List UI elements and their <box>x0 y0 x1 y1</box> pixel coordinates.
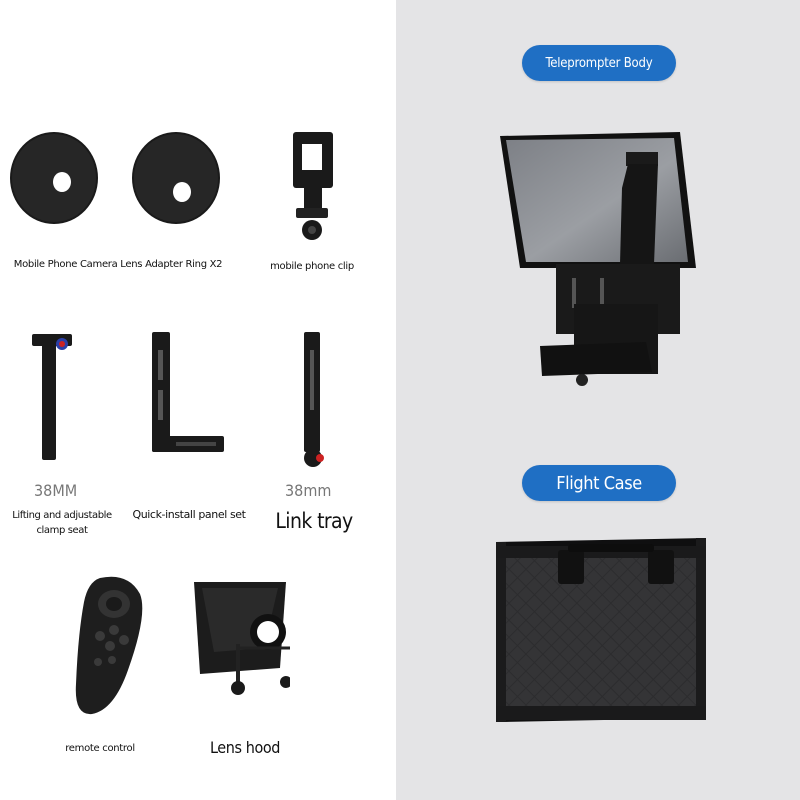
clamp-seat-label: Lifting and adjustable clamp seat <box>12 510 112 536</box>
quick-install-panel-icon <box>152 332 224 452</box>
lens-adapter-ring-icon <box>132 132 220 224</box>
phone-clip-icon <box>293 132 333 240</box>
flight-case-icon <box>496 538 706 722</box>
phone-clip-label: mobile phone clip <box>270 261 354 272</box>
link-tray-icon <box>304 332 324 467</box>
lens-adapter-ring-label: Mobile Phone Camera Lens Adapter Ring X2 <box>13 259 223 270</box>
clamp-seat-size: 38MM <box>34 481 78 500</box>
quick-install-panel-label: Quick-install panel set <box>132 508 246 521</box>
teleprompter-body-icon <box>500 132 696 386</box>
teleprompter-body-badge: Teleprompter Body <box>522 45 676 81</box>
clamp-seat-icon <box>32 334 72 460</box>
flight-case-badge: Flight Case <box>522 465 676 501</box>
remote-control-icon <box>75 576 143 715</box>
lens-hood-icon <box>194 582 290 695</box>
link-tray-label: Link tray <box>275 509 353 533</box>
lens-adapter-ring-icon <box>10 132 98 224</box>
link-tray-size: 38mm <box>285 481 332 500</box>
lens-hood-label: Lens hood <box>209 738 281 757</box>
remote-control-label: remote control <box>65 743 135 754</box>
